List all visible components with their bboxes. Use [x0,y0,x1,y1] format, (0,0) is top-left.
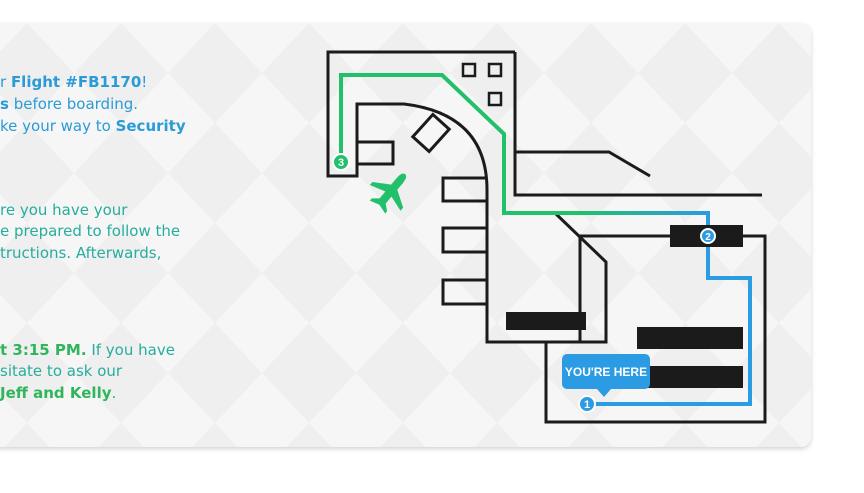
lower-hall-outline [544,234,767,424]
staff-names: Jeff and Kelly [0,384,112,402]
you-are-here-label: YOU'RE HERE [565,365,647,379]
plane-icon [369,173,407,214]
p3-l3-b: . [111,384,117,402]
p2-l3: tructions. Afterwards, [0,244,162,262]
gate-1 [357,140,395,166]
gate-angled [410,112,452,154]
security-label: Security [115,117,186,135]
kiosk-2 [487,62,503,78]
kiosk-1 [461,62,477,78]
marker-3: 3 [332,153,350,171]
upper-corridor-wall [513,52,762,197]
boarding-time: t 3:15 PM. [0,341,87,359]
upper-corridor-divider [515,150,651,178]
marker-2-label: 2 [705,232,711,243]
route-gradient [578,211,710,228]
p1-l2-b: before boarding. [8,95,139,113]
you-are-here-callout: YOU'RE HERE [562,354,650,397]
p1-l1-c: ! [141,73,148,91]
p3-l2: sitate to ask our [0,362,123,380]
gate-2 [441,176,487,203]
map-walls [326,50,767,424]
marker-3-label: 3 [338,157,344,169]
gate-4 [441,278,487,306]
gate-3 [441,226,487,254]
p1-l1-a: r [0,73,11,91]
you-are-here-bubble [562,354,650,389]
desk-block-2 [637,366,743,388]
route-green [339,73,580,215]
p2-l2: e prepared to follow the [0,222,181,240]
route-blue [590,236,752,406]
marker-1: 1 [578,395,596,413]
location-pin-icon [597,389,611,397]
desk-block-1 [637,327,743,349]
p2-l1: re you have your [0,201,128,219]
p3-l1-b: If you have [86,341,175,359]
terminal-outline [326,50,608,344]
flight-number: Flight #FB1170 [10,73,142,91]
kiosk-3 [487,91,503,107]
counter-block [506,312,586,330]
marker-2: 2 [700,228,716,244]
p1-l2-a: s [0,95,9,113]
p1-l3-a: ke your way to [0,117,116,135]
marker-1-label: 1 [584,399,590,411]
